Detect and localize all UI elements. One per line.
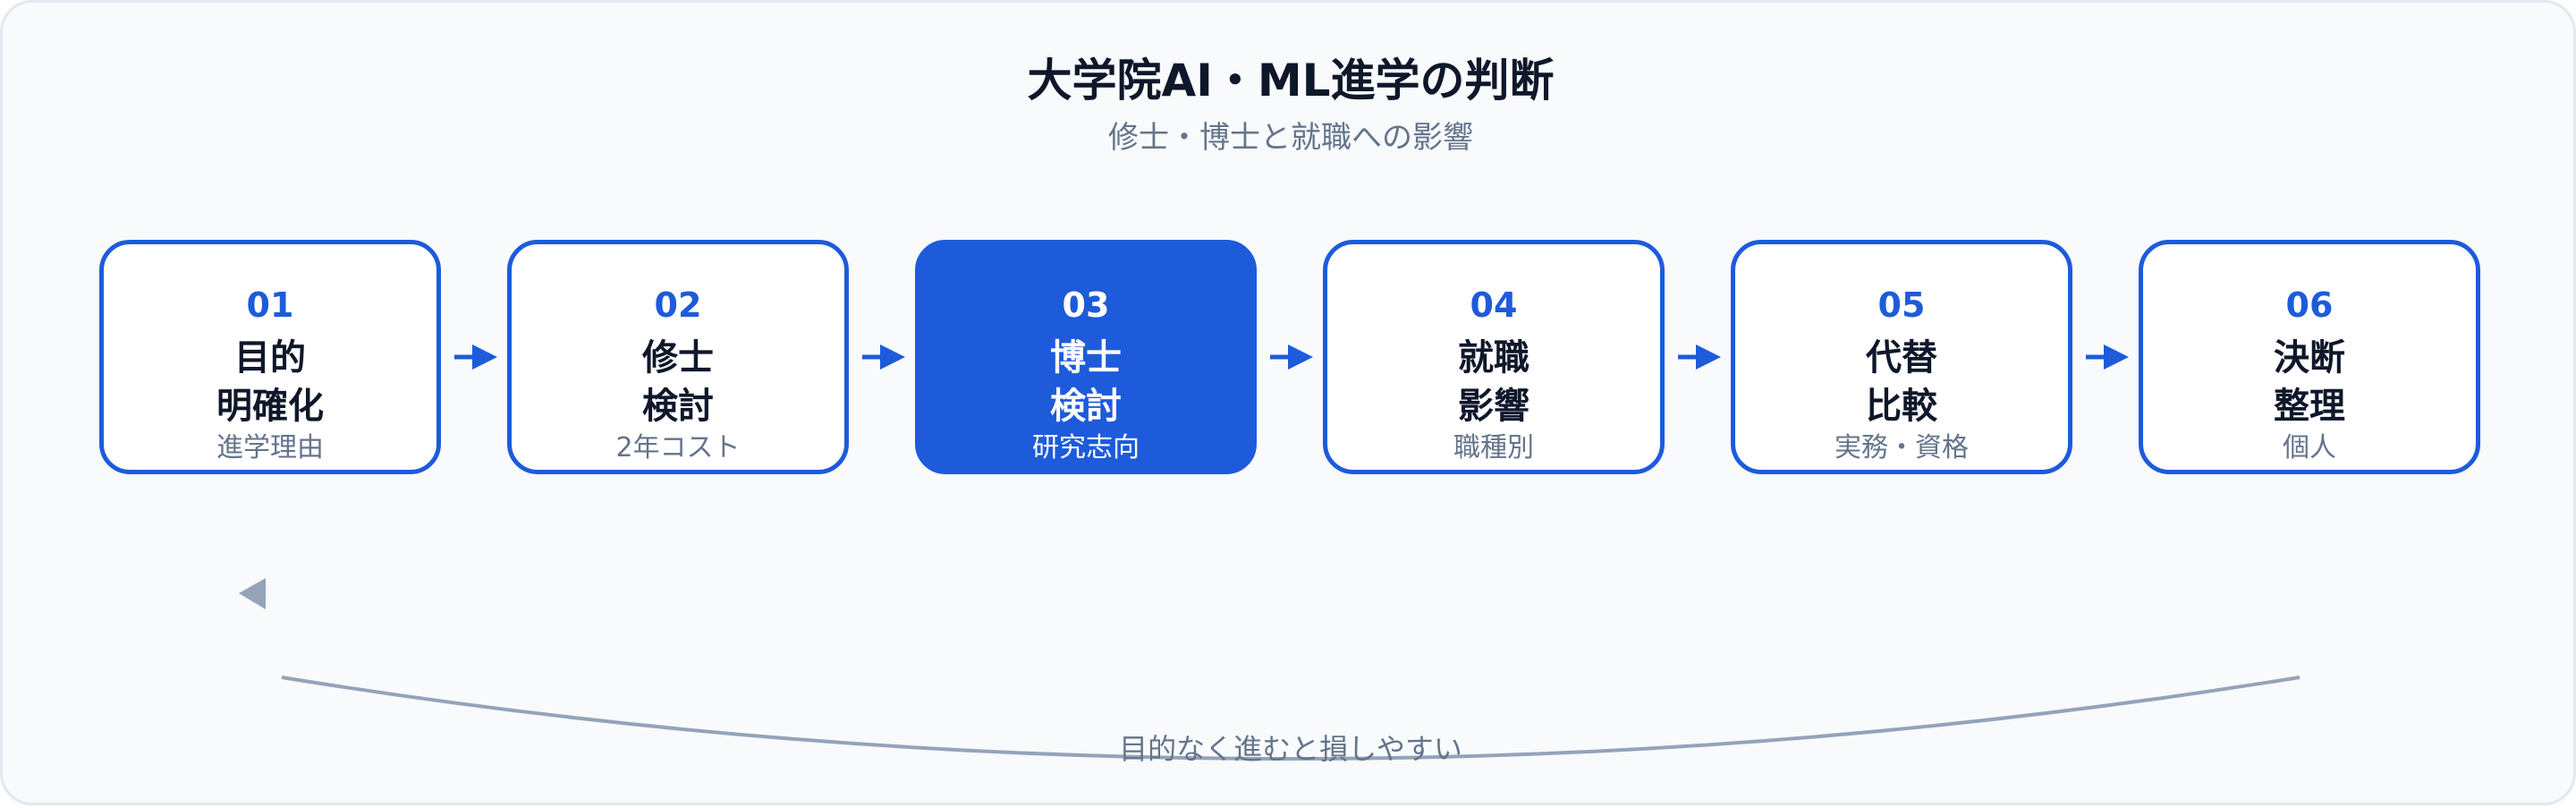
step-label-line1: 修士 bbox=[642, 337, 714, 378]
connector-arrow-5-6 bbox=[2086, 344, 2129, 370]
step-note: 2年コスト bbox=[615, 432, 741, 464]
step-connectors bbox=[454, 344, 2129, 370]
step-label-line2: 比較 bbox=[1866, 386, 1937, 427]
feedback-loop bbox=[239, 578, 2301, 761]
loop-arrowhead-icon bbox=[239, 578, 266, 609]
step-label-line1: 決断 bbox=[2274, 337, 2345, 378]
connector-arrow-3-4 bbox=[1270, 344, 1313, 370]
step-note: 職種別 bbox=[1453, 432, 1534, 464]
step-number: 01 bbox=[246, 285, 294, 325]
step-card-02: 02 修士 検討 2年コスト bbox=[507, 240, 849, 474]
step-card-03: 03 博士 検討 研究志向 bbox=[915, 240, 1257, 474]
step-label-line1: 博士 bbox=[1050, 337, 1122, 378]
step-label-line2: 明確化 bbox=[216, 386, 324, 427]
step-number: 04 bbox=[1470, 285, 1518, 325]
step-label-line2: 検討 bbox=[1050, 386, 1122, 427]
step-label-line1: 目的 bbox=[234, 337, 306, 378]
step-number: 06 bbox=[2285, 285, 2334, 325]
step-label-line1: 就職 bbox=[1458, 337, 1530, 378]
diagram-title: 大学院AI・ML進学の判断 bbox=[1027, 55, 1555, 106]
feedback-loop-caption: 目的なく進むと損しやすい bbox=[1119, 732, 1462, 766]
connector-arrow-4-5 bbox=[1678, 344, 1721, 370]
step-number: 05 bbox=[1877, 285, 1926, 325]
step-number: 02 bbox=[654, 285, 702, 325]
connector-arrow-2-3 bbox=[862, 344, 905, 370]
step-label-line1: 代替 bbox=[1866, 337, 1937, 378]
feedback-loop-curve bbox=[281, 676, 2301, 761]
step-note: 個人 bbox=[2283, 432, 2336, 464]
step-card-05: 05 代替 比較 実務・資格 bbox=[1731, 240, 2072, 474]
step-note: 実務・資格 bbox=[1835, 432, 1969, 464]
connector-arrow-1-2 bbox=[454, 344, 497, 370]
step-card-01: 01 目的 明確化 進学理由 bbox=[99, 240, 441, 474]
step-card-04: 04 就職 影響 職種別 bbox=[1323, 240, 1665, 474]
step-label-line2: 整理 bbox=[2274, 386, 2345, 427]
step-number: 03 bbox=[1062, 285, 1110, 325]
step-note: 研究志向 bbox=[1032, 432, 1140, 464]
step-note: 進学理由 bbox=[216, 432, 324, 464]
step-label-line2: 検討 bbox=[642, 386, 714, 427]
step-label-line2: 影響 bbox=[1458, 386, 1530, 427]
diagram-subtitle: 修士・博士と就職への影響 bbox=[1108, 120, 1473, 156]
step-card-06: 06 決断 整理 個人 bbox=[2139, 240, 2480, 474]
